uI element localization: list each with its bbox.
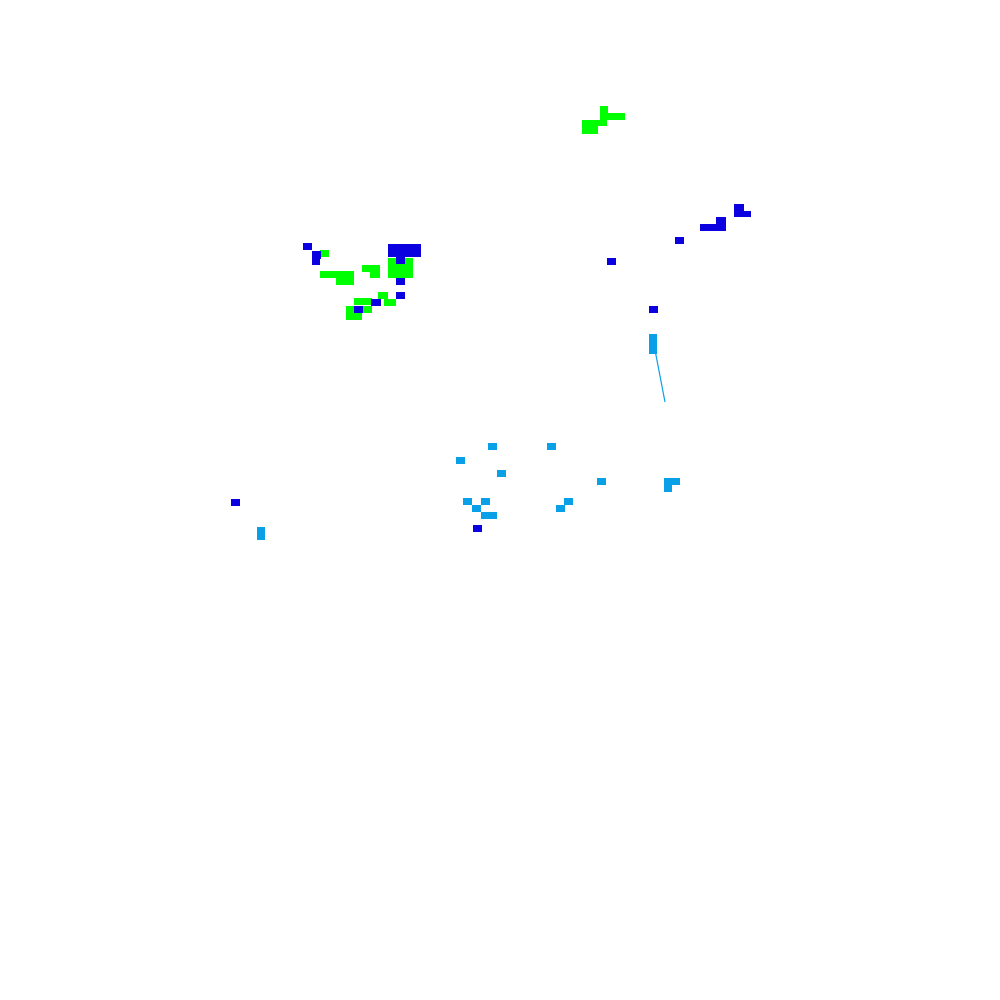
light-blue-cell [488,443,497,450]
light-blue-cell [597,478,606,485]
green-cell [388,266,413,278]
light-blue-cells [257,334,680,540]
green-cell [346,313,362,320]
green-cell [320,250,329,257]
green-cell [582,120,607,126]
green-cell [370,272,380,278]
blue-cell [675,237,684,244]
light-blue-cell [481,512,497,519]
green-cell [336,278,354,285]
blue-cell [312,251,321,259]
light-blue-track [654,349,666,403]
cells-layer [231,106,751,540]
blue-cell [354,306,363,313]
light-blue-cell [257,527,265,534]
blue-cell [734,211,751,217]
light-blue-cell [472,505,481,512]
blue-cells [231,204,751,532]
blue-cell [716,217,726,225]
blue-cell [396,257,405,264]
blue-cell [396,292,405,299]
light-blue-cell [564,498,573,505]
blue-cell [231,499,240,506]
green-cell [354,298,372,305]
light-blue-cell [664,485,672,492]
blue-cell [700,224,726,231]
green-cells [313,106,625,320]
light-blue-cell [649,342,657,354]
green-cell [378,292,388,299]
green-cell [384,299,396,306]
light-blue-cell [497,470,506,477]
light-blue-cell [556,505,565,512]
green-cell [600,106,608,114]
green-cell [600,113,625,120]
light-blue-cell [664,478,680,485]
blue-cell [303,243,312,250]
light-blue-cell [547,443,556,450]
blue-cell [396,278,405,285]
green-cell [344,271,354,278]
tracks-layer [654,349,666,403]
light-blue-cell [481,498,490,505]
green-cell [582,126,598,134]
light-blue-cell [257,533,265,540]
light-blue-cell [456,457,465,464]
blue-cell [388,244,421,257]
blue-cell [607,258,616,265]
blue-cell [473,525,482,532]
light-blue-cell [649,334,657,342]
green-cell [320,271,348,278]
blue-cell [734,204,744,213]
blue-cell [312,258,320,265]
light-blue-cell [463,498,472,505]
blue-cell [371,299,381,306]
blue-cell [649,306,658,313]
green-cell [362,265,380,272]
